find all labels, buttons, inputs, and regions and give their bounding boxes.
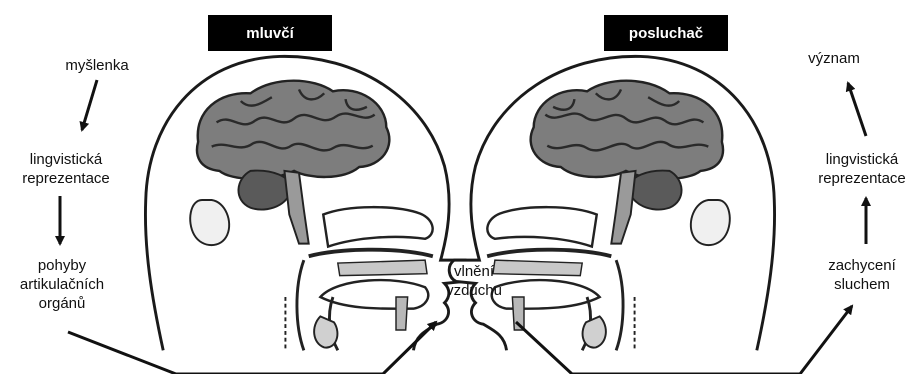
listener-step-hearing: zachycení sluchem — [812, 256, 912, 294]
listener-step-representation: lingvistická reprezentace — [806, 150, 918, 188]
arrow-thought-to-representation — [82, 80, 97, 130]
air-waves-label: vlnění vzduchu — [434, 262, 514, 300]
speaker-step-articulation: pohyby artikulačních orgánů — [10, 256, 114, 313]
listener-step-meaning: význam — [808, 49, 860, 68]
speaker-step-representation: lingvistická reprezentace — [10, 150, 122, 188]
arrow-representation-to-meaning — [848, 83, 866, 136]
listener-head-illustration — [449, 56, 774, 350]
speaker-head-illustration — [145, 56, 470, 350]
speaker-step-thought: myšlenka — [65, 56, 128, 75]
listener-title: posluchač — [604, 15, 728, 51]
speaker-title: mluvčí — [208, 15, 332, 51]
